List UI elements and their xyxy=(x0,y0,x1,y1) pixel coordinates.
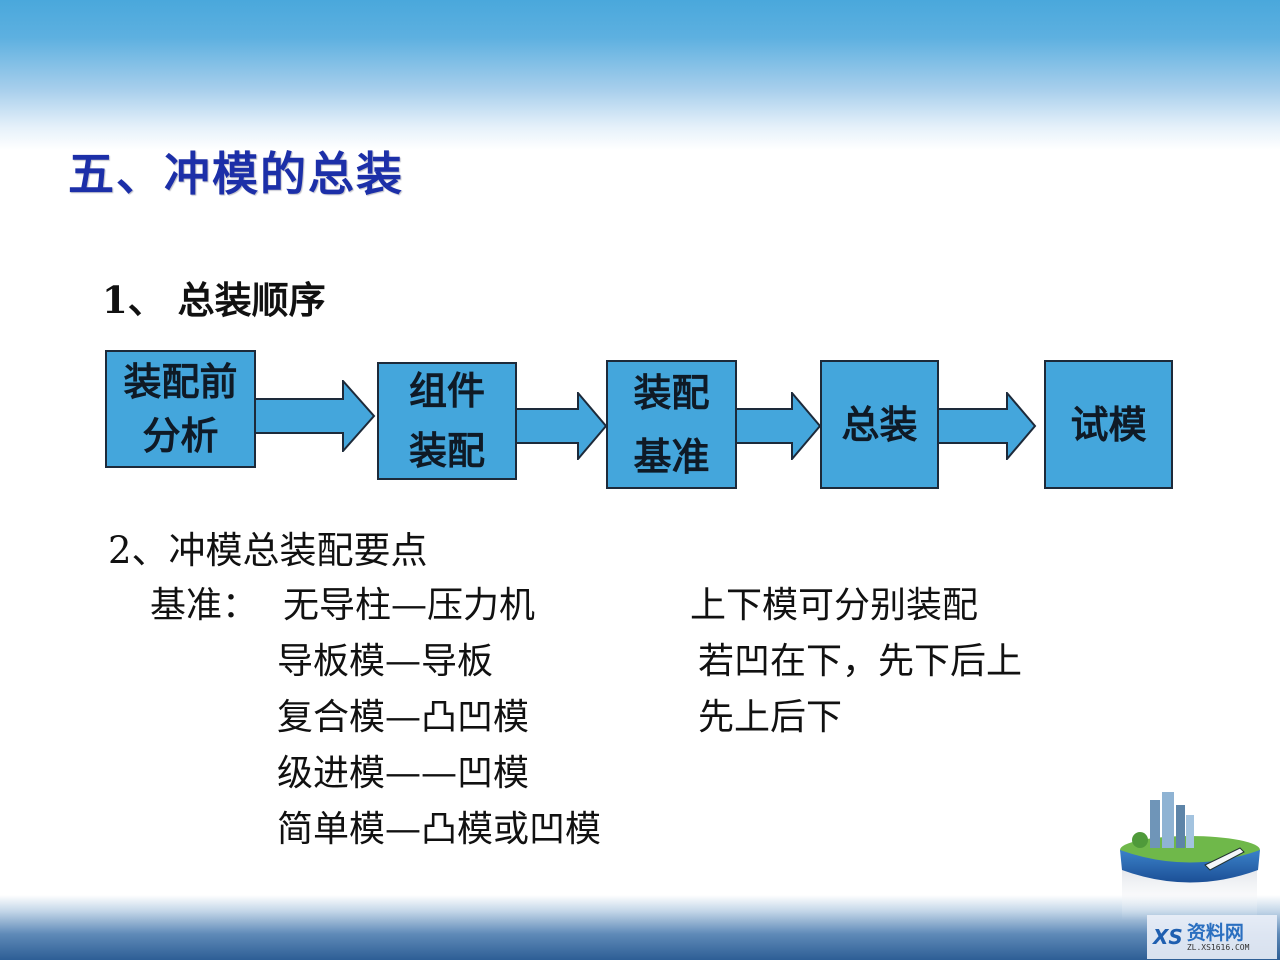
flow-step-2-line2: 装配 xyxy=(408,428,485,473)
flow-step-3-line1: 装配 xyxy=(633,369,710,415)
footer-sea-band xyxy=(0,895,1280,960)
note-2: 若凹在下，先下后上 xyxy=(698,641,1023,682)
flow-step-3: 装配 基准 xyxy=(606,360,737,489)
datum-label: 基准： xyxy=(150,585,259,626)
datum-item-1: 无导柱—压力机 xyxy=(283,585,536,626)
flow-step-3-line2: 基准 xyxy=(633,433,710,479)
island-city-illustration xyxy=(1120,792,1260,920)
watermark-name: 资料网 xyxy=(1186,921,1244,944)
datum-item-3: 复合模—凸凹模 xyxy=(277,697,530,738)
flow-step-1: 装配前 分析 xyxy=(105,350,256,468)
note-1: 上下模可分别装配 xyxy=(690,585,979,626)
watermark-url: ZL.XS1616.COM xyxy=(1186,942,1250,952)
flow-step-5: 试模 xyxy=(1044,360,1173,489)
flow-step-5-label: 试模 xyxy=(1070,401,1147,447)
flow-step-4: 总装 xyxy=(820,360,939,489)
flow-arrow-2 xyxy=(515,392,608,460)
flow-step-1-line2: 分析 xyxy=(142,413,219,458)
flow-arrow-3 xyxy=(735,392,822,460)
datum-item-4: 级进模——凹模 xyxy=(277,753,530,794)
slide-title: 五、冲模的总装 xyxy=(68,147,404,201)
header-gradient-band xyxy=(0,0,1280,150)
section2-heading: 2、冲模总装配要点 xyxy=(108,529,428,572)
flow-step-4-label: 总装 xyxy=(841,401,918,447)
flow-step-2-line1: 组件 xyxy=(408,368,485,413)
watermark-xs-icon: XS xyxy=(1153,925,1183,949)
flow-arrow-4 xyxy=(937,392,1037,460)
note-3: 先上后下 xyxy=(698,697,843,738)
datum-item-2: 导板模—导板 xyxy=(277,641,494,682)
flow-step-1-line1: 装配前 xyxy=(123,359,238,404)
flow-arrow-1 xyxy=(254,380,376,452)
datum-item-5: 简单模—凸模或凹模 xyxy=(277,809,602,850)
section1-heading: 1、 总装顺序 xyxy=(102,278,326,322)
watermark-logo: XS 资料网 ZL.XS1616.COM xyxy=(1147,915,1277,959)
flow-step-2: 组件 装配 xyxy=(377,362,517,480)
